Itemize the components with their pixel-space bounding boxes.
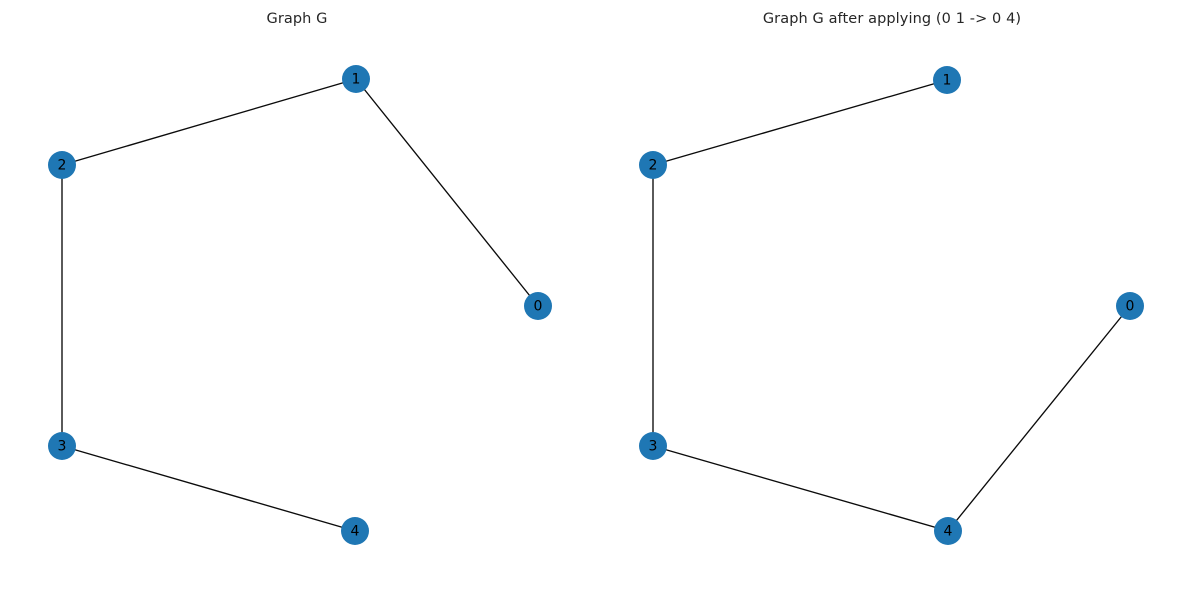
node-circle[interactable]: [48, 151, 76, 179]
graph-edge: [652, 445, 949, 532]
node-layer: 1 2 0 3 4: [48, 65, 552, 545]
node-circle[interactable]: [1116, 292, 1144, 320]
node-circle[interactable]: [639, 432, 667, 460]
graph-node[interactable]: 4: [934, 517, 962, 545]
graph-node[interactable]: 1: [342, 65, 370, 93]
graph-drawing-right: 1 2 0 3 4: [639, 66, 1144, 545]
graph-edge: [61, 78, 357, 166]
node-label: 2: [649, 158, 658, 174]
graph-node[interactable]: 2: [48, 151, 76, 179]
node-circle[interactable]: [639, 151, 667, 179]
graph-edge: [61, 445, 356, 532]
node-label: 1: [943, 73, 952, 89]
node-circle[interactable]: [934, 517, 962, 545]
node-label: 2: [58, 158, 67, 174]
edge-layer: [61, 78, 539, 532]
node-label: 3: [649, 439, 658, 455]
node-label: 4: [351, 524, 360, 540]
node-label: 4: [944, 524, 953, 540]
graph-edge: [355, 78, 539, 307]
node-label: 0: [1126, 299, 1135, 315]
node-layer: 1 2 0 3 4: [639, 66, 1144, 545]
edge-layer: [652, 79, 1131, 532]
node-circle[interactable]: [524, 292, 552, 320]
graph-edge: [652, 79, 948, 166]
graph-drawing-left: 1 2 0 3 4: [48, 65, 552, 545]
graph-node[interactable]: 0: [524, 292, 552, 320]
node-label: 3: [58, 439, 67, 455]
graph-node[interactable]: 1: [933, 66, 961, 94]
graph-edge: [947, 305, 1131, 532]
graph-node[interactable]: 0: [1116, 292, 1144, 320]
graph-node[interactable]: 4: [341, 517, 369, 545]
graph-panel-right: Graph G after applying (0 1 -> 0 4) 1 2 0 3…: [595, 0, 1189, 590]
node-circle[interactable]: [342, 65, 370, 93]
node-label: 0: [534, 299, 543, 315]
graph-node[interactable]: 3: [48, 432, 76, 460]
node-circle[interactable]: [933, 66, 961, 94]
node-label: 1: [352, 72, 361, 88]
graph-node[interactable]: 2: [639, 151, 667, 179]
node-circle[interactable]: [341, 517, 369, 545]
graph-panel-left: Graph G 1 2 0 3 4: [0, 0, 594, 590]
graph-node[interactable]: 3: [639, 432, 667, 460]
panel-title-right: Graph G after applying (0 1 -> 0 4): [762, 11, 1022, 27]
node-circle[interactable]: [48, 432, 76, 460]
panel-title-left: Graph G: [266, 11, 328, 27]
